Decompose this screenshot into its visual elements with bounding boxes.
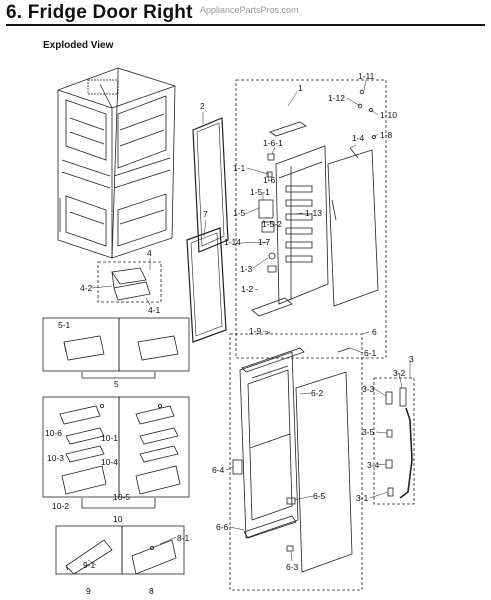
shelf-right-box [118,396,190,498]
cover-part [111,267,151,301]
guard-right-box [118,317,190,372]
gasket-lower [186,227,227,343]
callout-1-2: 1-2 [241,284,254,294]
callout-1-10: 1-10 [380,110,398,120]
callout-8: 8 [149,586,154,596]
callout-10-4: 10-4 [101,457,119,467]
callout-1-9: 1-9 [249,326,262,336]
callout-1-4: 1-4 [352,133,365,143]
callout-10-6: 10-6 [45,428,63,438]
callout-3-5: 3-5 [362,427,375,437]
callout-1-8: 1-8 [380,130,393,140]
gasket-upper [192,117,229,253]
callout-1-5-1: 1-5-1 [250,187,270,197]
callout-9-1: 9-1 [83,560,96,570]
callout-10-3: 10-3 [47,453,65,463]
callout-1-6: 1-6 [263,175,276,185]
callout-1-5: 1-5 [233,208,246,218]
callout-6-6: 6-6 [216,522,229,532]
callout-3-4: 3-4 [367,460,380,470]
callout-4: 4 [147,248,152,258]
lower-door-small-parts [232,347,351,552]
part-8-box [121,525,185,575]
callout-5: 5 [114,379,119,389]
callout-10: 10 [113,514,123,524]
fridge-cabinet-illustration [57,67,176,259]
callout-3: 3 [409,354,414,364]
callout-6-4: 6-4 [212,465,225,475]
callout-6: 6 [372,327,377,337]
callout-6-5: 6-5 [313,491,326,501]
hinge-parts [385,387,413,499]
cover-4-boundary [97,261,162,303]
watermark: AppliancePartsPros.com [200,5,299,15]
shelf-left-box [42,396,120,498]
guard-left-box [42,317,120,372]
callout-5-1: 5-1 [58,320,71,330]
lower-door-outer [295,371,353,573]
callout-1-6-1: 1-6-1 [263,138,283,148]
callout-3-1: 3-1 [356,493,369,503]
door-top-cap [269,121,307,137]
shelf-right-parts [135,403,181,495]
callout-3-3: 3-3 [362,384,375,394]
guard-bracket [81,372,156,379]
callout-6-1: 6-1 [364,348,377,358]
callout-6-2: 6-2 [311,388,324,398]
callout-3-2: 3-2 [393,368,406,378]
callout-9: 9 [86,586,91,596]
callout-1-3: 1-3 [240,264,253,274]
shelf-left-parts [59,403,107,495]
callout-7: 7 [203,209,208,219]
shelf-bracket [81,498,156,509]
lower-door-top-cap [241,347,305,373]
part-9-case [65,539,113,575]
page-title: 6. Fridge Door Right [6,2,193,23]
lower-door-liner [239,351,299,539]
door-foam-panel [275,145,329,305]
callout-1-5-2: 1-5-2 [262,219,282,229]
leader-lines [87,79,411,566]
door-assembly-6-boundary [229,333,363,591]
hinge-3-boundary [373,377,415,505]
door-bottom-cap [251,297,293,317]
callout-1-13: 1-13 [305,208,323,218]
section-title: Exploded View [43,40,114,51]
door-assembly-1-boundary [235,79,387,359]
callout-1-1: 1-1 [233,163,246,173]
callout-4-1: 4-1 [148,305,161,315]
part-8-case [131,539,177,575]
door-outer-panel [327,149,379,307]
callout-8-1: 8-1 [177,533,190,543]
callout-1-7: 1-7 [258,237,271,247]
guard-right [137,335,179,361]
callout-4-2: 4-2 [80,283,93,293]
callout-1-11: 1-11 [358,71,375,81]
callout-1-12: 1-12 [328,93,346,103]
callout-10-2: 10-2 [52,501,70,511]
callout-10-1: 10-1 [101,433,119,443]
callout-10-5: 10-5 [113,492,131,502]
callout-1-14: 1-14 [224,237,242,247]
callout-2: 2 [200,101,205,111]
callout-6-3: 6-3 [286,562,299,572]
title-rule [6,24,485,26]
guard-left [63,335,105,361]
callout-1: 1 [298,83,303,93]
lower-door-bottom-cap [243,515,297,539]
